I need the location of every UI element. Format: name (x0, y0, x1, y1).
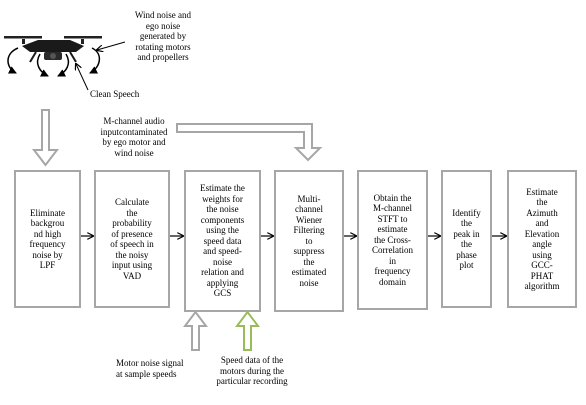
block-vad: Calculate the probability of presence of… (94, 170, 170, 308)
block-stft: Obtain the M-channel STFT to estimate th… (357, 170, 428, 310)
speed-data-arrow (235, 310, 260, 351)
input-arrow-down (31, 109, 60, 167)
block-stft-text: Obtain the M-channel STFT to estimate th… (372, 192, 413, 287)
block-vad-text: Calculate the probability of presence of… (110, 197, 154, 281)
block-peak: Identify the peak in the phase plot (441, 170, 492, 308)
block-gcs-text: Estimate the weights for the noise compo… (200, 183, 245, 299)
wind-noise-pointer (97, 41, 126, 50)
block-gcs: Estimate the weights for the noise compo… (184, 170, 261, 312)
motor-noise-label: Motor noise signal at sample speeds (116, 358, 184, 379)
clean-speech-label: Clean Speech (90, 89, 140, 99)
block-lpf: Eliminate backgrou nd high frequency noi… (14, 170, 81, 308)
block-wiener: Multi- channel Wiener Filtering to suppr… (274, 170, 344, 312)
block-lpf-text: Eliminate backgrou nd high frequency noi… (29, 207, 66, 271)
speed-data-label: Speed data of the motors during the part… (216, 355, 288, 386)
block-wiener-text: Multi- channel Wiener Filtering to suppr… (291, 193, 327, 288)
wind-noise-label: Wind noise and ego noise generated by ro… (134, 10, 192, 62)
block-gcc-phat: Estimate the Azimuth and Elevation angle… (507, 170, 577, 308)
block-peak-text: Identify the peak in the phase plot (452, 207, 481, 271)
input-arrow-wiener (176, 123, 323, 162)
block-gcc-phat-text: Estimate the Azimuth and Elevation angle… (524, 186, 560, 292)
motor-noise-arrow (183, 310, 208, 351)
clean-speech-pointer (76, 64, 89, 91)
rotation-arrow-icon (7, 47, 101, 77)
drone-icon (4, 36, 102, 63)
m-channel-input-label: M-channel audio inputcontaminated by ego… (100, 116, 168, 158)
